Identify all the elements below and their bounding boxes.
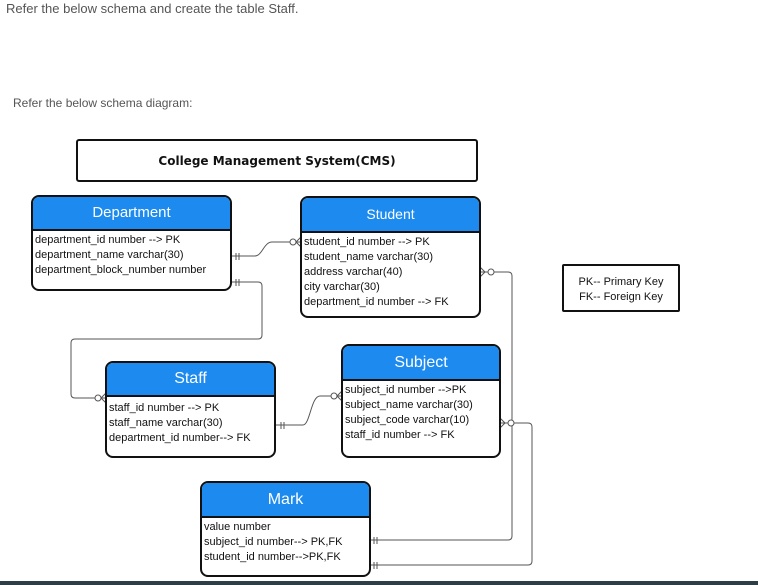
attribute: department_id number--> FK — [109, 432, 251, 444]
page-subheading: Refer the below schema diagram: — [13, 96, 193, 110]
bottom-divider — [0, 581, 758, 585]
diagram-title: College Management System(CMS) — [158, 153, 396, 168]
entity-staff-attributes: staff_id number --> PK staff_name varcha… — [107, 397, 274, 446]
dept-student-line — [231, 241, 301, 257]
entity-department-header: Department — [33, 197, 230, 231]
attribute: student_name varchar(30) — [304, 251, 434, 263]
entity-staff: Staff staff_id number --> PK staff_name … — [105, 361, 276, 458]
page-heading: Refer the below schema and create the ta… — [6, 1, 299, 16]
attribute: staff_id number --> FK — [345, 429, 455, 441]
legend-box: PK-- Primary Key FK-- Foreign Key — [562, 264, 680, 312]
diagram-title-box: College Management System(CMS) — [76, 139, 478, 182]
entity-student-attributes: student_id number --> PK student_name va… — [302, 233, 479, 310]
entity-department: Department department_id number --> PK d… — [31, 195, 232, 291]
entity-subject-header: Subject — [343, 346, 499, 381]
dept-staff-line — [70, 281, 263, 399]
attribute: address varchar(40) — [304, 266, 403, 278]
attribute: subject_code varchar(10) — [345, 414, 470, 426]
attribute: staff_name varchar(30) — [109, 417, 223, 429]
entity-mark-attributes: value number subject_id number--> PK,FK … — [202, 518, 369, 565]
entity-student: Student student_id number --> PK student… — [300, 196, 481, 318]
attribute: department_id number --> PK — [35, 234, 181, 246]
entity-mark-header: Mark — [202, 483, 369, 518]
attribute: department_name varchar(30) — [35, 249, 184, 261]
attribute: subject_id number--> PK,FK — [204, 536, 343, 548]
staff-subject-line — [276, 395, 342, 426]
entity-staff-header: Staff — [107, 363, 274, 397]
attribute: subject_id number -->PK — [345, 384, 467, 396]
legend-fk: FK-- Foreign Key — [579, 291, 663, 303]
attribute: staff_id number --> PK — [109, 402, 220, 414]
subject-mark-line — [370, 422, 533, 566]
attribute: city varchar(30) — [304, 281, 380, 293]
entity-mark: Mark value number subject_id number--> P… — [200, 481, 371, 577]
entity-subject: Subject subject_id number -->PK subject_… — [341, 344, 501, 458]
entity-subject-attributes: subject_id number -->PK subject_name var… — [343, 381, 499, 443]
student-mark-line — [370, 271, 513, 541]
legend-pk: PK-- Primary Key — [578, 276, 664, 288]
attribute: student_id number-->PK,FK — [204, 551, 341, 563]
entity-student-header: Student — [302, 198, 479, 233]
attribute: value number — [204, 521, 271, 533]
attribute: department_id number --> FK — [304, 296, 449, 308]
attribute: student_id number --> PK — [304, 236, 430, 248]
attribute: department_block_number number — [35, 264, 207, 276]
attribute: subject_name varchar(30) — [345, 399, 473, 411]
entity-department-attributes: department_id number --> PK department_n… — [33, 231, 230, 278]
